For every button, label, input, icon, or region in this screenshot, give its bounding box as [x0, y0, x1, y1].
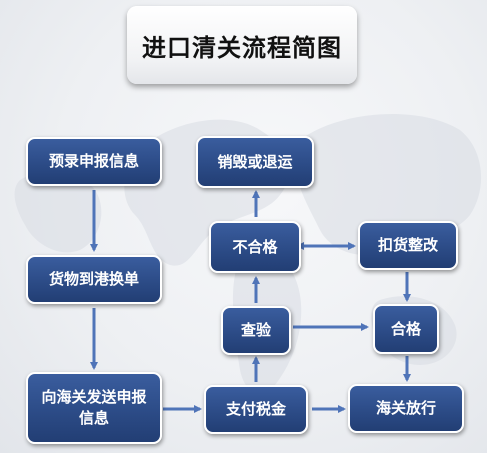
node-release: 海关放行 [348, 384, 464, 433]
node-pay-tax-label: 支付税金 [225, 400, 286, 418]
node-unqualified: 不合格 [209, 221, 301, 273]
node-cargo-exchange-label: 货物到港换单 [48, 270, 139, 288]
node-detain: 扣货整改 [358, 221, 458, 270]
node-pre-declare: 预录申报信息 [26, 137, 162, 186]
node-release-label: 海关放行 [375, 399, 436, 417]
node-qualified-label: 合格 [390, 319, 421, 338]
node-destroy-return: 销毁或退运 [196, 136, 314, 188]
node-inspection-label: 查验 [240, 321, 271, 339]
node-pre-declare-label: 预录申报信息 [48, 152, 139, 170]
title-box: 进口清关流程简图 [127, 6, 357, 84]
node-customs-declare: 向海关发送申报信息 [26, 372, 162, 444]
node-inspection: 查验 [221, 306, 291, 355]
node-detain-label: 扣货整改 [377, 236, 438, 254]
diagram-title: 进口清关流程简图 [142, 33, 342, 62]
node-pay-tax: 支付税金 [204, 385, 308, 434]
node-cargo-exchange: 货物到港换单 [26, 255, 162, 304]
node-customs-declare-label: 向海关发送申报信息 [41, 388, 147, 427]
node-qualified: 合格 [373, 304, 439, 354]
node-unqualified-label: 不合格 [232, 237, 278, 256]
node-destroy-return-label: 销毁或退运 [217, 152, 293, 171]
